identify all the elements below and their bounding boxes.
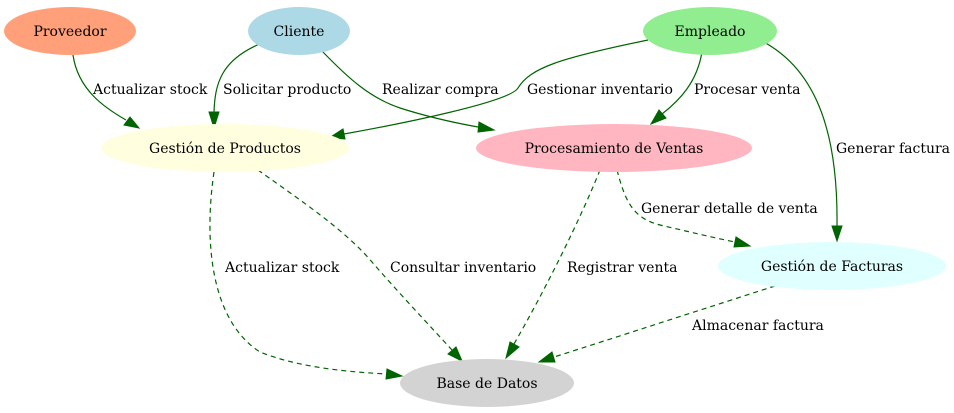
edge-label: Generar detalle de venta (641, 201, 818, 217)
edge-label: Generar factura (836, 141, 950, 157)
arrow-head (649, 109, 667, 125)
node-gestion-facturas[interactable]: Gestión de Facturas (718, 242, 946, 290)
edge-gestion-productos-to-base-datos-stock: Actualizar stock (209, 171, 404, 380)
edge-gestion-productos-to-base-datos-consultar: Consultar inventario (257, 169, 536, 363)
node-label: Proveedor (33, 24, 106, 40)
node-shape (718, 242, 946, 290)
node-label: Base de Datos (436, 376, 537, 392)
node-shape (643, 7, 777, 55)
arrow-head (831, 225, 843, 243)
edge-label: Gestionar inventario (527, 82, 673, 98)
arrow-head (123, 116, 141, 129)
node-shape (476, 124, 752, 172)
edge-line (321, 50, 479, 128)
arrow-head (385, 368, 404, 380)
node-shape (4, 7, 136, 55)
arrow-head (208, 111, 220, 130)
edge-line (209, 171, 388, 375)
arrow-head (447, 346, 463, 363)
node-procesamiento-ventas[interactable]: Procesamiento de Ventas (476, 124, 752, 172)
node-shape (101, 124, 349, 172)
edges: Actualizar stock Solicitar producto Real… (72, 39, 950, 380)
arrow-head (537, 351, 556, 363)
edge-label: Procesar venta (694, 82, 801, 98)
arrow-head (477, 121, 496, 133)
edge-proveedor-to-gestion-productos: Actualizar stock (72, 54, 208, 129)
arrow-head (505, 341, 520, 360)
edge-label: Registrar venta (567, 260, 677, 276)
node-label: Cliente (274, 24, 325, 40)
edge-empleado-to-gestion-facturas: Generar factura (759, 39, 950, 243)
node-base-datos[interactable]: Base de Datos (400, 359, 574, 407)
edge-label: Actualizar stock (224, 260, 340, 276)
node-proveedor[interactable]: Proveedor (4, 7, 136, 55)
edge-label: Solicitar producto (223, 82, 351, 98)
node-cliente[interactable]: Cliente (248, 7, 350, 55)
edge-label: Realizar compra (382, 82, 499, 98)
node-label: Procesamiento de Ventas (525, 141, 704, 157)
edge-label: Almacenar factura (691, 318, 824, 334)
edge-line (343, 39, 649, 135)
node-empleado[interactable]: Empleado (643, 7, 777, 55)
edge-gestion-facturas-to-base-datos: Almacenar factura (537, 285, 824, 363)
node-label: Gestión de Facturas (761, 259, 903, 275)
node-label: Empleado (675, 24, 746, 40)
edge-empleado-to-procesamiento-ventas: Procesar venta (649, 51, 801, 125)
edge-cliente-to-gestion-productos: Solicitar producto (208, 42, 351, 130)
edge-line (616, 169, 736, 243)
edge-line (759, 39, 838, 227)
edge-procesamiento-ventas-to-base-datos: Registrar venta (505, 169, 677, 360)
edge-label: Actualizar stock (92, 82, 208, 98)
edge-line (553, 285, 776, 358)
node-shape (400, 359, 574, 407)
edge-line (213, 42, 263, 113)
edge-label: Consultar inventario (390, 260, 536, 276)
edge-line (661, 51, 703, 115)
edge-line (513, 169, 601, 345)
node-label: Gestión de Productos (149, 141, 301, 157)
edge-cliente-to-procesamiento-ventas: Realizar compra (321, 50, 499, 133)
node-shape (248, 7, 350, 55)
arrow-head (733, 236, 752, 248)
edge-line (257, 169, 453, 351)
edge-line (72, 54, 127, 121)
nodes: Proveedor Cliente Empleado Gestión de Pr… (4, 7, 946, 407)
node-gestion-productos[interactable]: Gestión de Productos (101, 124, 349, 172)
edge-procesamiento-ventas-to-gestion-facturas: Generar detalle de venta (616, 169, 818, 248)
